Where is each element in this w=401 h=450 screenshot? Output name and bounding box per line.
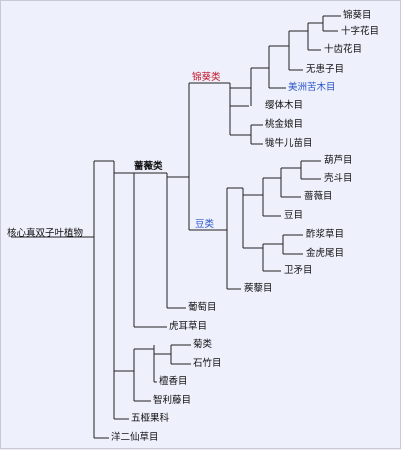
leaf-gunnerales: 洋二仙草目 bbox=[111, 432, 159, 443]
label-malvids: 锦葵类 bbox=[192, 72, 221, 83]
leaf-dilleniales: 五桠果科 bbox=[131, 413, 170, 424]
leaf-fagales: 壳斗目 bbox=[324, 173, 353, 184]
leaf-huerteales: 无患子目 bbox=[306, 64, 345, 75]
leaf-sapindales: 十齿花目 bbox=[324, 44, 363, 55]
leaf-malvales: 锦葵目 bbox=[343, 10, 372, 21]
leaf-fabales: 豆目 bbox=[284, 210, 304, 221]
leaf-oxalidales: 卫矛目 bbox=[284, 265, 313, 276]
leaf-brassicales: 十字花目 bbox=[341, 26, 380, 37]
leaf-rosales: 蔷薇目 bbox=[304, 191, 333, 202]
label-fabids: 豆类 bbox=[195, 219, 215, 230]
leaf-geraniales: 桃金娘目 bbox=[265, 119, 304, 130]
label-superrosids: 蔷薇类 bbox=[134, 161, 163, 172]
leaf-saxifragales: 虎耳草目 bbox=[169, 321, 208, 332]
leaf-caryophyllales: 石竹目 bbox=[193, 358, 222, 369]
leaf-asterids: 菊类 bbox=[193, 339, 213, 350]
leaf-celastrales: 酢浆草目 bbox=[306, 229, 345, 240]
leaf-berberidopsidales: 智利藤目 bbox=[153, 395, 192, 406]
leaf-vitales: 葡萄目 bbox=[188, 302, 217, 313]
leaf-crossosomatales: 美洲苦木目 bbox=[288, 82, 336, 93]
leaf-malpighiales: 金虎尾目 bbox=[306, 248, 345, 259]
leaf-geraniales2: 牻牛儿苗目 bbox=[265, 138, 313, 149]
leaf-myrtales: 缨体木目 bbox=[265, 100, 304, 111]
leaf-santalales: 檀香目 bbox=[159, 376, 188, 387]
leaf-cucurbitales: 葫芦目 bbox=[324, 155, 353, 166]
label-root: 核心真双子叶植物 bbox=[7, 228, 84, 239]
leaf-zygophyllales: 蒺藜目 bbox=[244, 283, 273, 294]
